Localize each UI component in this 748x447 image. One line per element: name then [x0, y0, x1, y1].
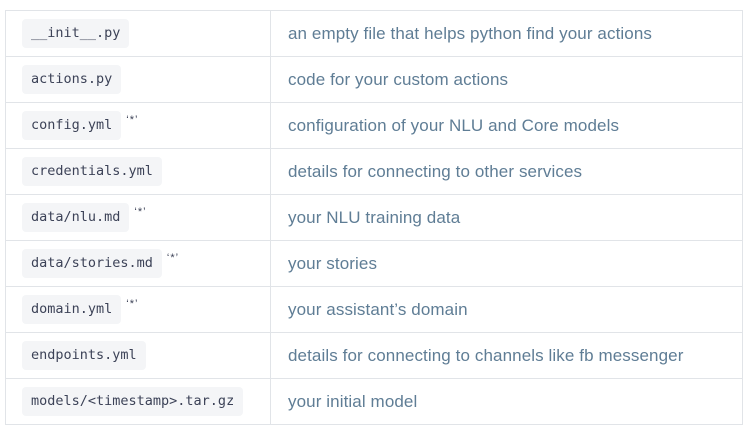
table-row: data/stories.md ‘*’ your stories	[5, 240, 743, 287]
required-marker: ‘*’	[166, 251, 180, 264]
description-cell: your assistant’s domain	[270, 286, 743, 333]
table-row: config.yml ‘*’ configuration of your NLU …	[5, 102, 743, 149]
file-description: your NLU training data	[288, 207, 461, 227]
required-marker: ‘*’	[134, 205, 147, 218]
table-row: __init__.py an empty file that helps pyt…	[5, 10, 743, 57]
file-name-code: models/<timestamp>.tar.gz	[22, 387, 244, 416]
file-name-code: __init__.py	[22, 19, 130, 48]
file-description: your initial model	[288, 391, 418, 411]
description-cell: code for your custom actions	[270, 56, 743, 103]
required-marker: ‘*’	[126, 297, 139, 310]
file-name-code: actions.py	[22, 65, 122, 94]
description-cell: your stories	[270, 240, 743, 287]
table-row: actions.py code for your custom actions	[5, 56, 743, 103]
table-row: endpoints.yml details for connecting to …	[5, 332, 743, 379]
file-description: code for your custom actions	[288, 69, 509, 89]
file-description-table: __init__.py an empty file that helps pyt…	[5, 10, 743, 425]
file-description: configuration of your NLU and Core model…	[288, 115, 620, 135]
description-cell: your initial model	[270, 378, 743, 425]
required-marker: ‘*’	[126, 113, 139, 126]
file-name-code: endpoints.yml	[22, 341, 146, 370]
description-cell: your NLU training data	[270, 194, 743, 241]
description-cell: configuration of your NLU and Core model…	[270, 102, 743, 149]
file-cell: models/<timestamp>.tar.gz	[5, 378, 271, 425]
file-cell: actions.py	[5, 56, 271, 103]
file-name-code: data/nlu.md	[22, 203, 130, 232]
description-cell: details for connecting to channels like …	[270, 332, 743, 379]
file-cell: data/nlu.md ‘*’	[5, 194, 271, 241]
file-description: details for connecting to channels like …	[288, 345, 684, 365]
file-name-code: domain.yml	[22, 295, 122, 324]
file-cell: config.yml ‘*’	[5, 102, 271, 149]
file-cell: data/stories.md ‘*’	[5, 240, 271, 287]
file-description: an empty file that helps python find you…	[288, 23, 652, 43]
table-row: data/nlu.md ‘*’ your NLU training data	[5, 194, 743, 241]
file-name-code: credentials.yml	[22, 157, 162, 186]
description-cell: an empty file that helps python find you…	[270, 10, 743, 57]
file-cell: __init__.py	[5, 10, 271, 57]
table-row: models/<timestamp>.tar.gz your initial m…	[5, 378, 743, 425]
file-name-code: data/stories.md	[22, 249, 162, 278]
file-description: your stories	[288, 253, 378, 273]
file-name-code: config.yml	[22, 111, 122, 140]
description-cell: details for connecting to other services	[270, 148, 743, 195]
file-cell: credentials.yml	[5, 148, 271, 195]
file-description: details for connecting to other services	[288, 161, 583, 181]
file-cell: domain.yml ‘*’	[5, 286, 271, 333]
table-row: credentials.yml details for connecting t…	[5, 148, 743, 195]
file-cell: endpoints.yml	[5, 332, 271, 379]
table-row: domain.yml ‘*’ your assistant’s domain	[5, 286, 743, 333]
file-description: your assistant’s domain	[288, 299, 468, 319]
